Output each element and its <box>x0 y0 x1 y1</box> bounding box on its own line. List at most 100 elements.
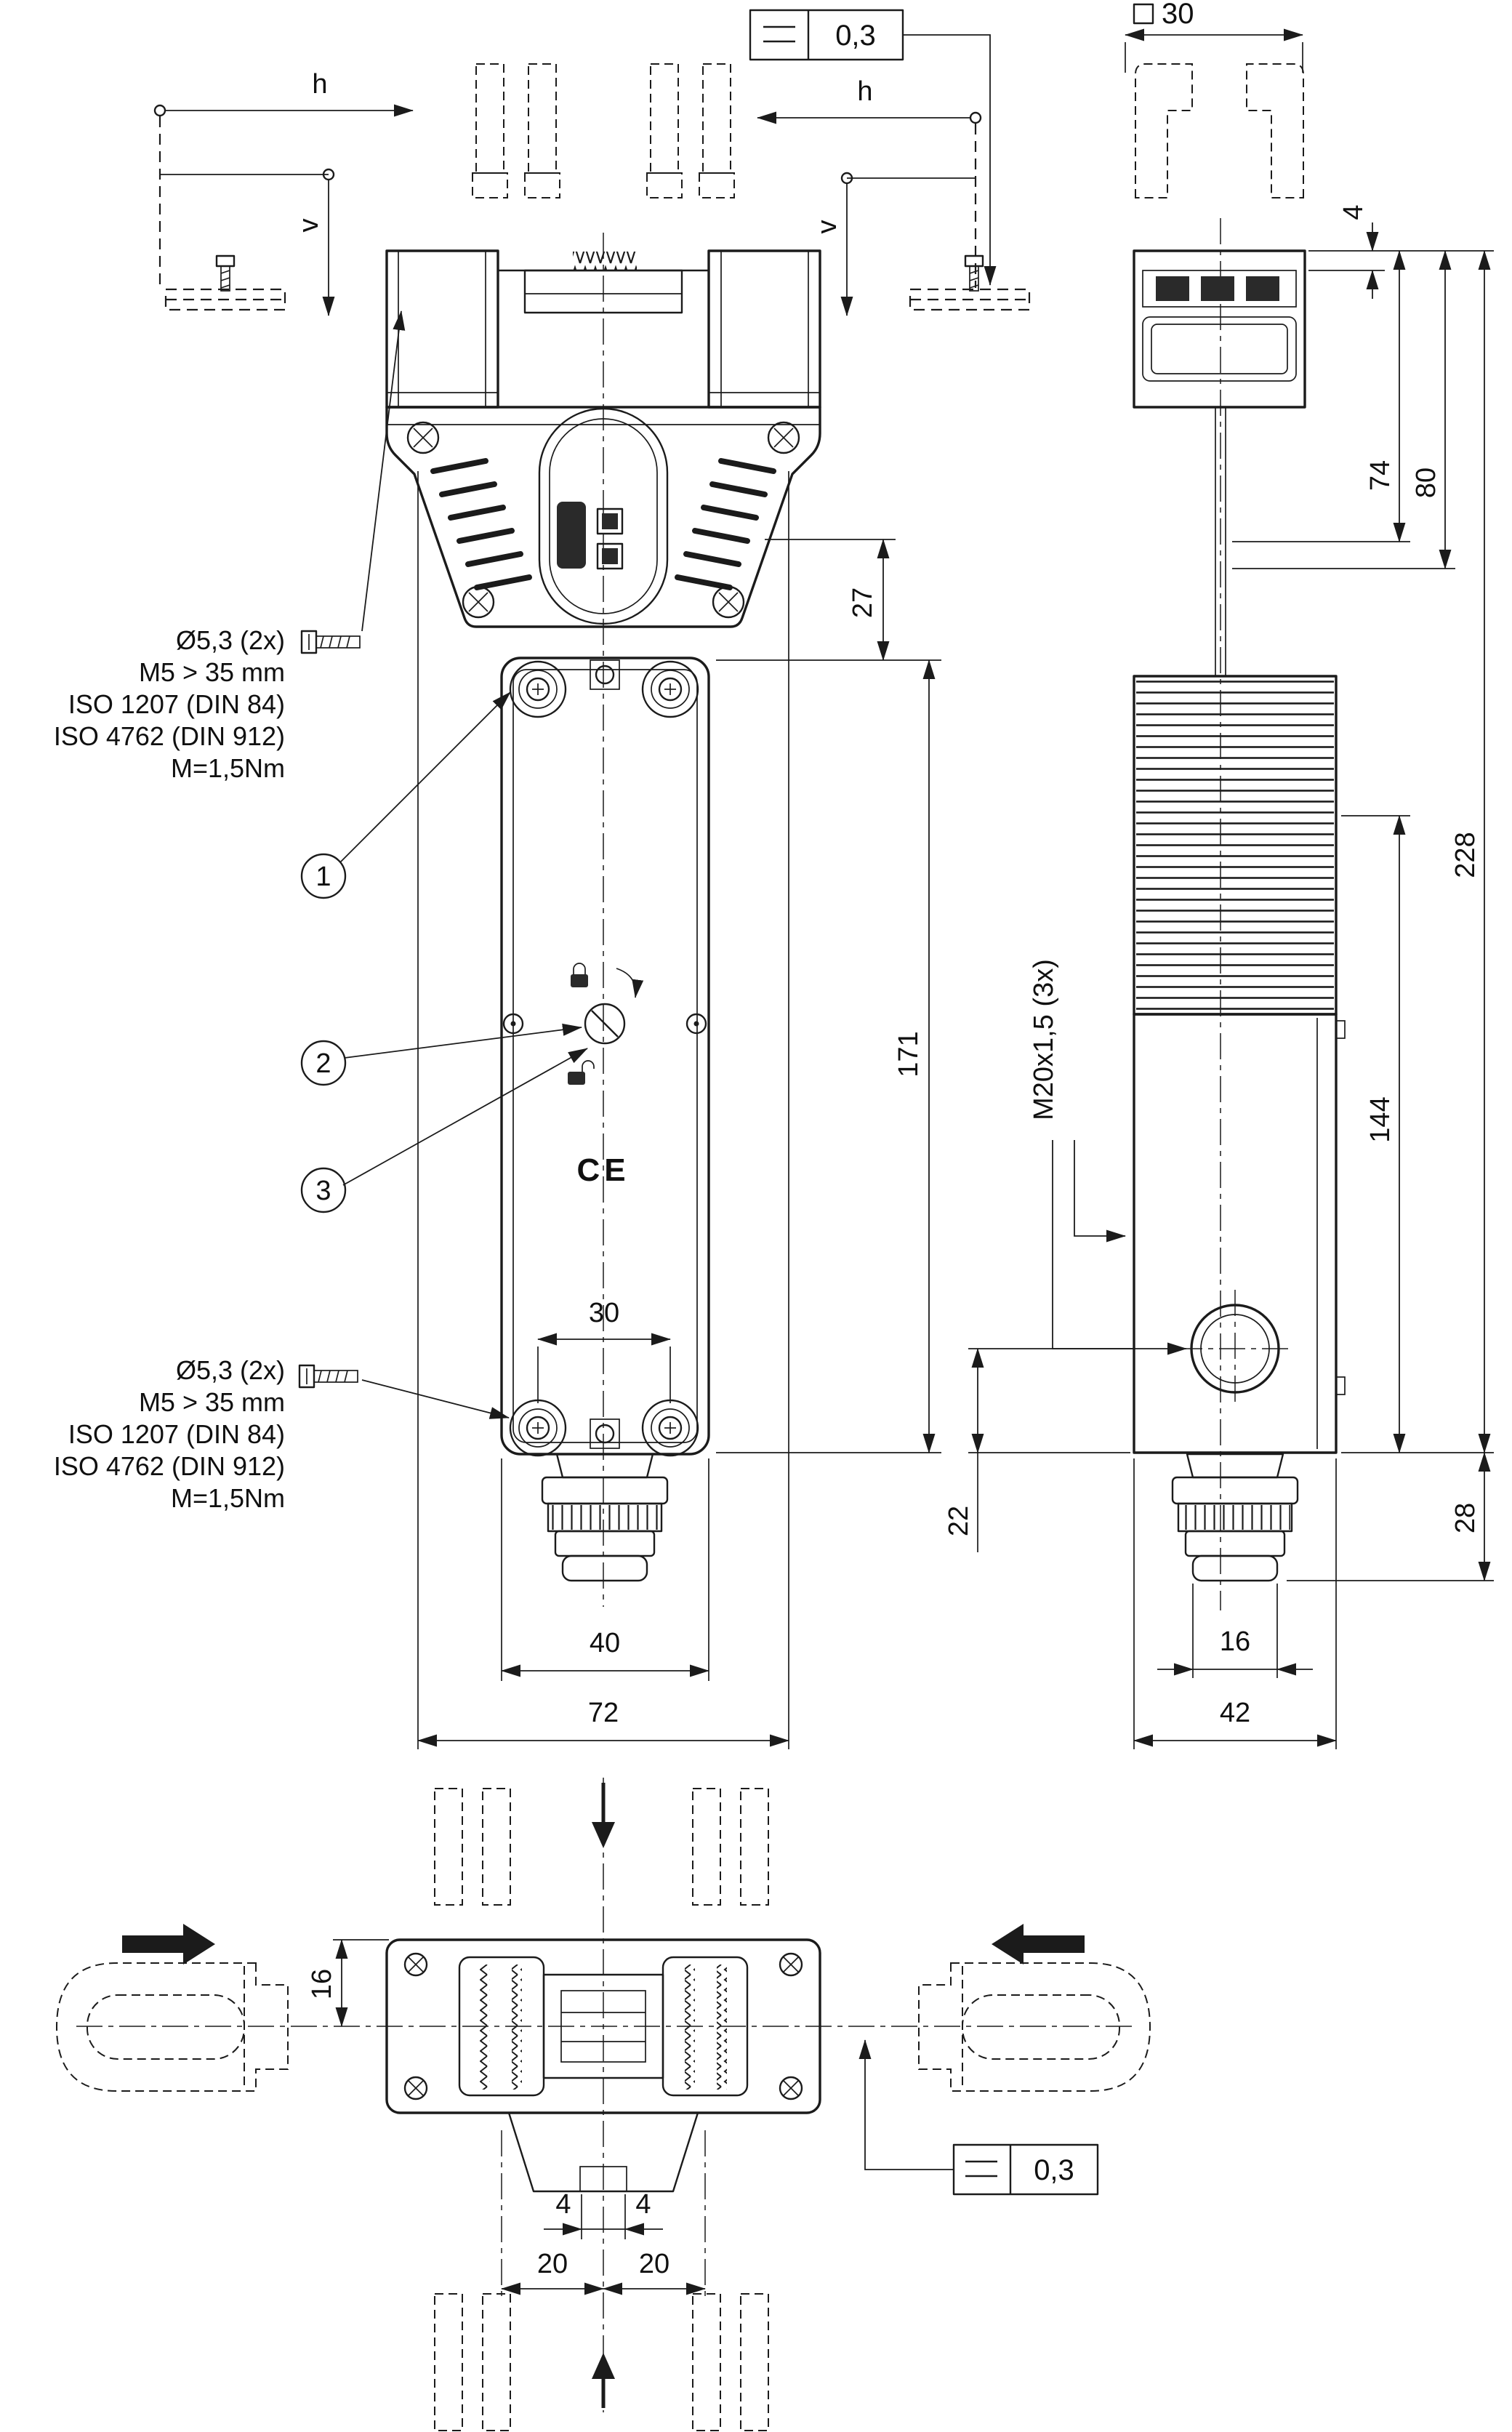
callout-line: ISO 1207 (DIN 84) <box>68 689 285 719</box>
screw-icon <box>298 1364 358 1389</box>
channel-strips-lower <box>434 2293 769 2431</box>
padlock-closed-icon <box>571 963 588 987</box>
balloon-2-label: 2 <box>315 1048 331 1079</box>
dim-front-72-label: 72 <box>588 1698 619 1728</box>
callout-line: M5 > 35 mm <box>139 657 285 687</box>
front-connector <box>541 1453 669 1582</box>
bottom-view: 16 4 4 20 20 0,3 <box>55 1783 1151 2431</box>
padlock-open-icon <box>568 1060 595 1085</box>
screw-icon <box>215 254 236 292</box>
housing-screws <box>406 421 800 619</box>
callout-line: M=1,5Nm <box>171 753 285 783</box>
mounting-lug-bottom-left <box>509 1399 567 1457</box>
flatness-value-bottom: 0,3 <box>1034 2154 1074 2186</box>
mounting-lug-bottom-right <box>641 1399 699 1457</box>
dim-side-22-label: 22 <box>944 1506 974 1536</box>
bottom-body <box>385 1938 821 2114</box>
actuator-left <box>55 1924 289 2092</box>
indicator-window <box>596 507 624 535</box>
ribbed-section <box>1136 681 1334 1011</box>
datum-h-right-label: h <box>857 76 872 107</box>
datum-v-left-label: v <box>294 219 324 233</box>
callout-line: ISO 4762 (DIN 912) <box>54 721 285 751</box>
actuator-right <box>918 1923 1151 2092</box>
dim-side-74-label: 74 <box>1365 460 1396 491</box>
screw-icon <box>964 254 984 292</box>
balloon-1-label: 1 <box>315 862 331 892</box>
brand-marking <box>557 502 586 569</box>
actuator-strips-top <box>472 63 735 198</box>
lock-housing <box>385 406 821 628</box>
balloons: 1 2 3 <box>300 691 588 1213</box>
datum-h-v-left: h v <box>153 69 414 316</box>
rotate-arrow <box>616 968 644 998</box>
insertion-arrow-up <box>592 2353 615 2408</box>
dim-square30-label: 30 <box>1162 0 1194 30</box>
dim-front-171-label: 171 <box>893 1031 924 1077</box>
dim-front-40-label: 40 <box>590 1628 620 1658</box>
cable-gland <box>1176 1290 1294 1408</box>
dim-side-42-label: 42 <box>1220 1698 1250 1728</box>
square-30-dimension: 30 <box>1125 0 1303 73</box>
parallel-lines-icon <box>763 25 795 43</box>
screw-icon <box>300 630 361 654</box>
parallel-lines-icon <box>965 2160 997 2178</box>
dim-front-27-label: 27 <box>848 587 878 618</box>
dim-bottom-4-right-label: 4 <box>635 2189 651 2220</box>
bottom-head-outline <box>507 2111 699 2193</box>
bottom-dimensions: 16 4 4 20 20 <box>307 1939 706 2297</box>
vent-slots <box>430 458 776 590</box>
flatness-callout-top: 0,3 <box>749 9 997 286</box>
dim-bottom-4-left-label: 4 <box>555 2189 571 2220</box>
callout-line: Ø5,3 (2x) <box>176 625 285 655</box>
flatness-callout-bottom: 0,3 <box>858 2039 1099 2196</box>
channel-profile-dashed <box>1135 63 1304 198</box>
callout-line: M5 > 35 mm <box>139 1387 285 1417</box>
side-body <box>1133 675 1346 1454</box>
indicator-window <box>596 542 624 570</box>
datum-v-right-label: v <box>812 220 843 234</box>
ce-mark: CE <box>576 1152 630 1188</box>
auxiliary-release-detail <box>502 963 707 1085</box>
side-view: 4 74 80 228 144 M20x1,5 (3x) 22 28 <box>944 63 1494 1749</box>
dim-bottom-16-label: 16 <box>307 1969 337 1999</box>
balloon-3-label: 3 <box>315 1176 331 1206</box>
mounting-plate-left <box>164 254 286 311</box>
side-connector <box>1171 1453 1299 1582</box>
escape-release-window <box>538 407 669 625</box>
callout-line: ISO 4762 (DIN 912) <box>54 1451 285 1481</box>
dim-side-4-label: 4 <box>1338 204 1369 220</box>
balloon-3 <box>300 1167 347 1213</box>
dim-bottom-20-left-label: 20 <box>537 2249 568 2279</box>
balloon-1 <box>300 853 347 899</box>
flatness-value-top: 0,3 <box>835 20 876 52</box>
screw-callout-top: Ø5,3 (2x) M5 > 35 mm ISO 1207 (DIN 84) I… <box>54 310 406 783</box>
insertion-arrow-right <box>122 1924 215 1965</box>
front-dimensions: 30 40 72 27 171 <box>417 471 941 1749</box>
bellows <box>573 252 637 271</box>
front-body: CE <box>500 657 710 1457</box>
dim-front-30-label: 30 <box>589 1298 619 1328</box>
centerlines <box>76 218 1221 2412</box>
balloon-2 <box>300 1040 347 1086</box>
screw-callout-bottom: Ø5,3 (2x) M5 > 35 mm ISO 1207 (DIN 84) I… <box>54 1355 510 1513</box>
square-section-icon <box>1133 3 1154 25</box>
dim-bottom-20-right-label: 20 <box>639 2249 669 2279</box>
callout-line: ISO 1207 (DIN 84) <box>68 1419 285 1449</box>
callout-line: Ø5,3 (2x) <box>176 1355 285 1385</box>
side-head <box>1133 249 1306 409</box>
front-view: CE 30 40 72 27 <box>385 249 941 1749</box>
channel-strips-upper <box>434 1788 769 1906</box>
dim-side-28-label: 28 <box>1450 1503 1481 1533</box>
datum-h-left-label: h <box>312 69 327 100</box>
dim-side-16-label: 16 <box>1220 1626 1250 1657</box>
datum-h-v-right: h v <box>757 76 982 316</box>
side-dimensions: 4 74 80 228 144 M20x1,5 (3x) 22 28 <box>944 204 1494 1749</box>
insertion-arrow-down <box>592 1783 615 1848</box>
dim-m20-label: M20x1,5 (3x) <box>1029 959 1059 1120</box>
callout-line: M=1,5Nm <box>171 1483 285 1513</box>
mounting-lug-top-right <box>641 660 699 718</box>
mounting-plate-right <box>909 254 1031 311</box>
